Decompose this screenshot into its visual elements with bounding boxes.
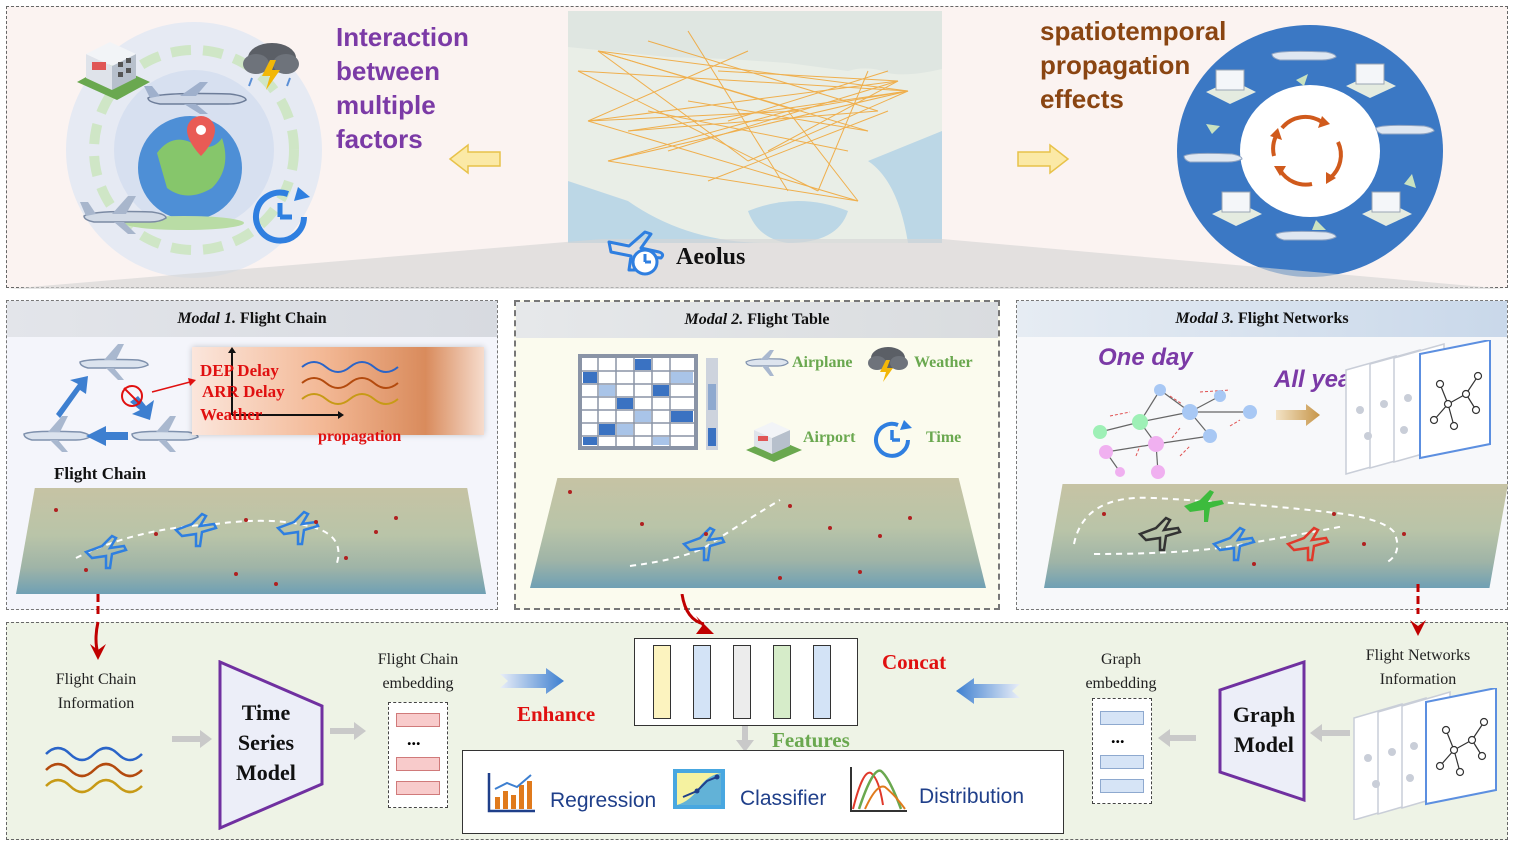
propagation-ring-illustration <box>1176 24 1444 278</box>
delay-signal-panel: DEP Delay ARR Delay Weather <box>192 347 484 435</box>
left-title: Interaction between multiple factors <box>336 22 469 154</box>
projection-shade <box>6 235 1508 291</box>
modal-2-map <box>530 478 986 588</box>
tasks-box: Regression Classifier Distribution <box>462 750 1064 834</box>
enhance-label: Enhance <box>517 702 596 726</box>
modal-3-title: Flight Networks <box>1238 310 1349 327</box>
clock-refresh-icon <box>248 185 320 249</box>
aeolus-label: Aeolus <box>676 244 746 270</box>
storm-cloud-icon <box>866 342 910 384</box>
time-series-model-block: Time Series Model <box>218 660 326 830</box>
classifier-label: Classifier <box>740 787 827 810</box>
flight-networks-information-label: Flight Networks Information <box>1365 647 1471 688</box>
time-series-model-label: Time Series Model <box>236 700 296 785</box>
airplane-icon <box>140 80 250 116</box>
concat-label: Concat <box>882 650 947 674</box>
feature-bar <box>653 645 671 719</box>
graph-arrow-icon <box>1276 402 1322 428</box>
arr-delay-label: ARR Delay <box>202 382 285 401</box>
enhance-arrow-icon <box>500 668 566 694</box>
graph-embedding-box: ... <box>1092 698 1152 804</box>
modal-1-prefix: Modal 1. <box>177 310 236 327</box>
feature-bar <box>693 645 711 719</box>
aeolus-plane-icon <box>605 226 667 278</box>
gray-arrow-icon <box>330 722 366 740</box>
gray-arrow-icon <box>172 730 212 748</box>
embedding-ellipsis: ... <box>407 729 421 749</box>
feature-bar <box>813 645 831 719</box>
airplane-label: Airplane <box>792 354 853 371</box>
weather-label: Weather <box>200 405 263 424</box>
modal-2-title: Flight Table <box>747 311 830 328</box>
concat-arrow-icon <box>954 678 1020 704</box>
gray-arrow-icon <box>1310 724 1350 742</box>
flight-table-icon <box>578 354 720 454</box>
feature-bar <box>733 645 751 719</box>
down-arrow-icon <box>1406 584 1430 640</box>
modal-2-header: Modal 2. Flight Table <box>516 302 998 338</box>
modal-3-map <box>1044 484 1508 588</box>
features-label: Features <box>772 728 850 752</box>
airport-label: Airport <box>803 429 856 446</box>
one-day-graph <box>1080 376 1260 484</box>
airplane-icon <box>744 348 790 378</box>
graph-stack-icon <box>1352 686 1500 821</box>
distribution-label: Distribution <box>919 785 1025 808</box>
graph-model-block: Graph Model <box>1218 660 1308 802</box>
clock-icon <box>872 420 916 460</box>
flight-chain-embedding-label: Flight Chain embedding <box>377 651 459 692</box>
weather-label: Weather <box>914 354 973 371</box>
distribution-icon <box>849 765 909 813</box>
flight-chain-information-label: Flight Chain Information <box>55 671 137 712</box>
flight-chain-label: Flight Chain <box>54 464 147 483</box>
one-day-label: One day <box>1098 344 1193 371</box>
graph-embedding-label: Graph embedding <box>1085 651 1157 692</box>
propagation-label: propagation <box>318 428 402 445</box>
pointer-arrow-icon <box>150 376 196 396</box>
time-label: Time <box>926 429 962 446</box>
airport-icon <box>744 418 804 464</box>
left-arrow-icon <box>448 143 502 175</box>
features-box <box>634 638 858 726</box>
graph-stack-icon <box>1344 338 1496 476</box>
feature-bar <box>773 645 791 719</box>
regression-label: Regression <box>550 789 657 812</box>
flight-chain-embedding-box: ... <box>388 702 448 808</box>
airplane-icon <box>78 192 168 236</box>
down-arrow-icon <box>86 594 110 664</box>
embedding-ellipsis: ... <box>1111 727 1125 747</box>
right-title: spatiotemporal propagation effects <box>1040 16 1227 114</box>
modal-1-title: Flight Chain <box>239 310 327 327</box>
building-icon <box>72 32 152 102</box>
gray-down-arrow-icon <box>736 726 754 752</box>
modal-3-prefix: Modal 3. <box>1175 310 1234 327</box>
dep-delay-label: DEP Delay <box>200 361 279 380</box>
route-map <box>568 11 942 243</box>
modal-1-map <box>16 488 486 594</box>
gray-arrow-icon <box>1158 729 1196 747</box>
classifier-icon <box>671 767 727 811</box>
modal-1-header: Modal 1. Flight Chain <box>7 301 497 337</box>
regression-icon <box>487 771 537 813</box>
down-arrow-icon <box>674 593 722 638</box>
time-series-wave-icon <box>44 740 148 800</box>
modal-2-prefix: Modal 2. <box>684 311 744 328</box>
modal-3-header: Modal 3. Flight Networks <box>1017 301 1507 337</box>
graph-model-label: Graph Model <box>1232 702 1296 757</box>
storm-cloud-icon <box>240 38 302 93</box>
right-arrow-icon <box>1016 143 1070 175</box>
flight-chain-diagram <box>20 340 210 470</box>
